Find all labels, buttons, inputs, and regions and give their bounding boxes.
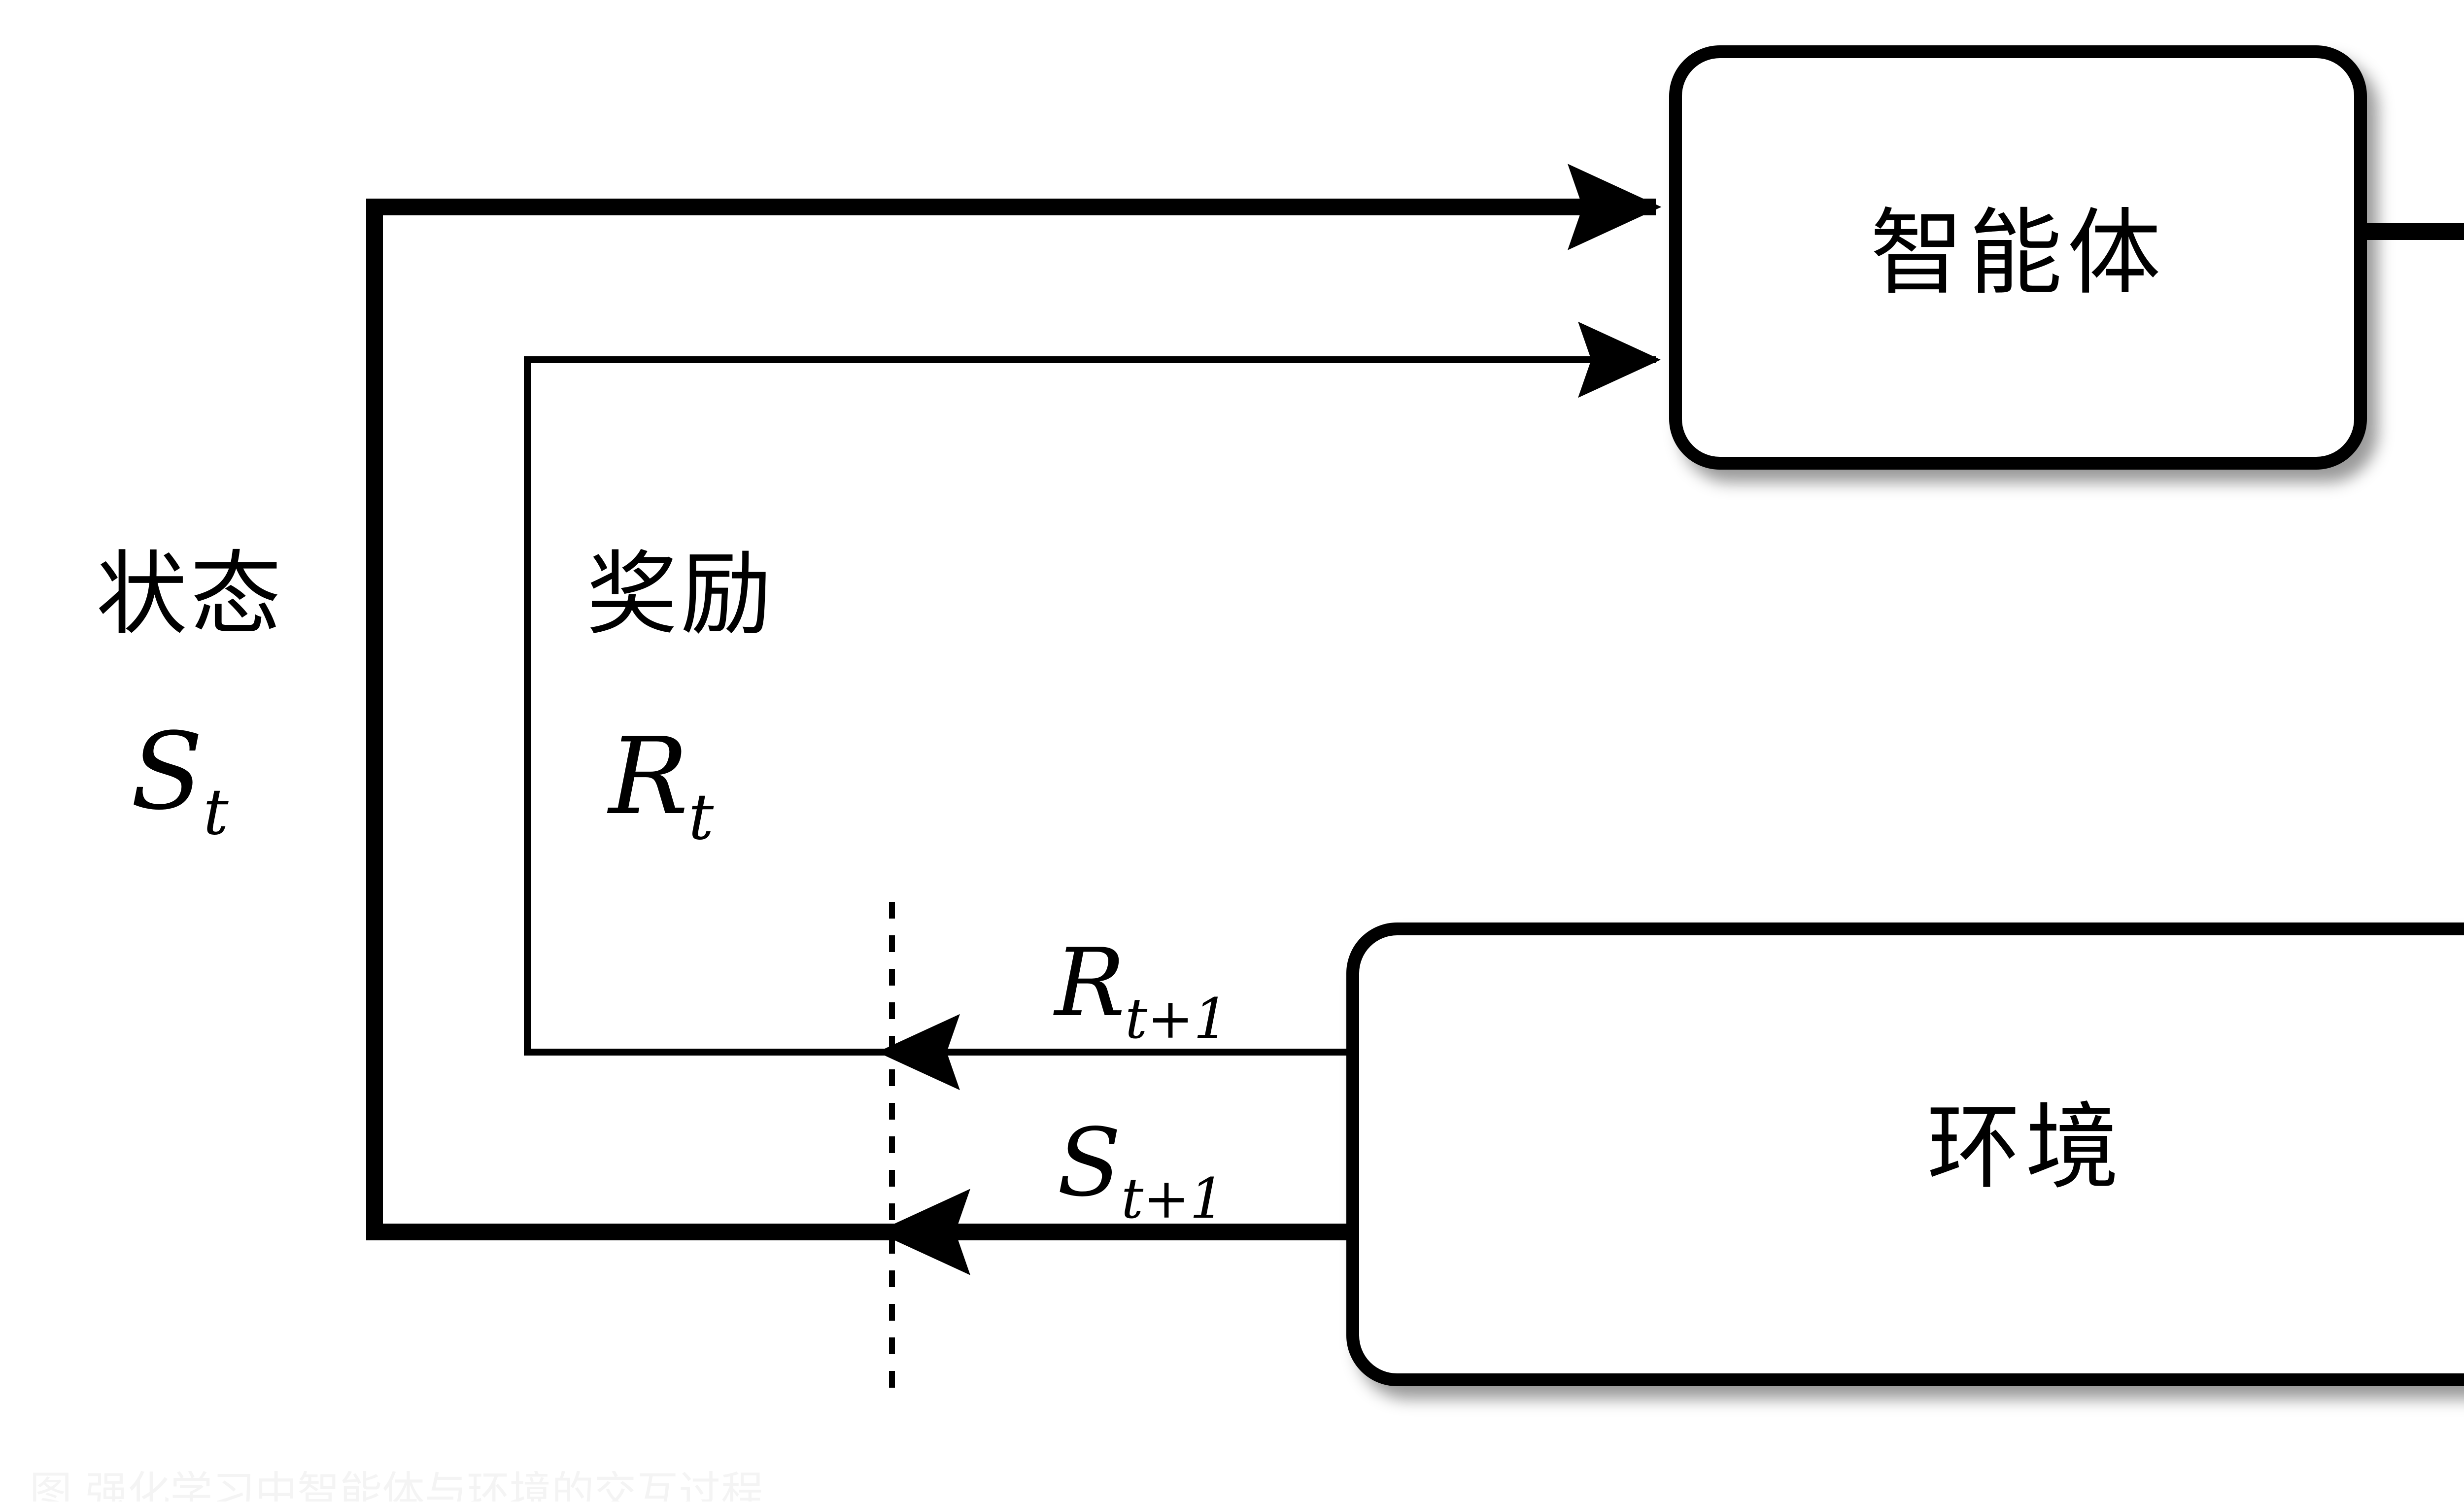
- environment-box-label: 环境: [1927, 1093, 2124, 1202]
- edge-state-loop: [366, 164, 1662, 1240]
- label-reward: 奖励 Rt: [586, 541, 775, 854]
- reward-symbol-subscript: t: [688, 781, 714, 854]
- reward-label-symbol: Rt: [607, 715, 714, 854]
- edge-reward-loop: [524, 321, 1661, 1056]
- label-state-next: St+1: [1057, 1108, 1225, 1231]
- node-agent[interactable]: 智能体: [1669, 45, 2367, 470]
- node-environment[interactable]: 环境: [1346, 922, 2464, 1386]
- reward-next-base: R: [1053, 928, 1125, 1037]
- state-symbol-base: S: [131, 710, 203, 833]
- state-next-symbol: St+1: [1057, 1108, 1225, 1231]
- environment-box[interactable]: [1346, 922, 2464, 1386]
- state-symbol-subscript: t: [203, 776, 229, 849]
- reward-next-subscript: t+1: [1125, 987, 1229, 1051]
- agent-box-label: 智能体: [1870, 199, 2166, 307]
- state-label-cn: 状态: [96, 541, 284, 648]
- label-reward-next: Rt+1: [1053, 928, 1229, 1051]
- agent-box[interactable]: [1669, 45, 2367, 470]
- label-state: 状态 St: [96, 541, 284, 849]
- reward-symbol-base: R: [607, 715, 688, 838]
- state-next-base: S: [1057, 1108, 1121, 1217]
- state-label-symbol: St: [131, 710, 229, 849]
- reward-label-cn: 奖励: [586, 541, 775, 648]
- state-next-subscript: t+1: [1121, 1167, 1225, 1231]
- reward-next-symbol: Rt+1: [1053, 928, 1229, 1051]
